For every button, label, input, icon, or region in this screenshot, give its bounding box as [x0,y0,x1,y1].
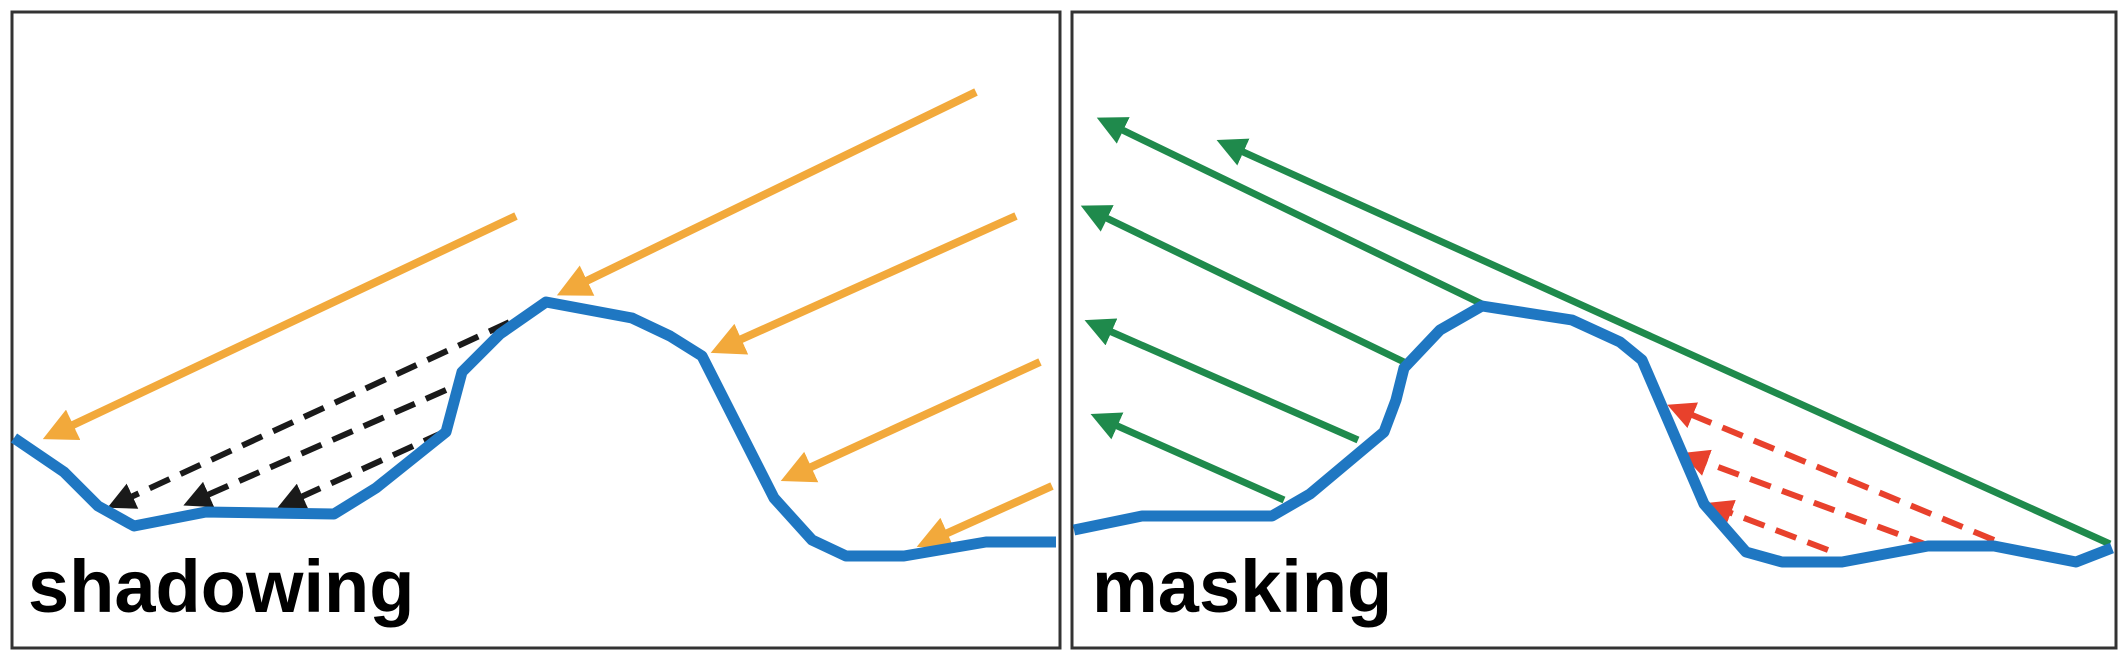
masking-label: masking [1092,545,1392,628]
visible-ray-long-1 [1216,138,2112,548]
visible-ray-4 [1084,318,1360,444]
incident-ray-4 [780,358,1042,483]
visible-ray-long-2 [1096,117,1484,308]
masked-ray-2 [1681,449,1932,549]
shadowed-ray-2 [183,387,448,508]
microsurface-profile [1072,300,2114,568]
masking-panel: masking [1070,10,2118,650]
shadowing-panel-border [10,10,1062,650]
shadowed-ray-1 [107,305,542,509]
microsurface-profile [10,296,1056,562]
incident-ray-1 [42,212,518,441]
incident-ray-3 [710,212,1018,355]
masked-rays [1667,402,1996,553]
visible-ray-3 [1080,205,1406,366]
shadowing-panel: shadowing [10,10,1062,650]
shadowed-ray-3 [277,429,446,509]
masked-ray-1 [1667,402,1996,543]
incident-light-rays [42,88,1054,549]
incident-ray-2 [556,88,978,296]
visible-rays [1080,117,2112,548]
incident-ray-5 [916,482,1054,549]
shadowing-label: shadowing [28,545,414,628]
masked-ray-3 [1705,500,1830,553]
shadowed-rays [107,305,542,509]
visible-ray-5 [1090,412,1286,504]
